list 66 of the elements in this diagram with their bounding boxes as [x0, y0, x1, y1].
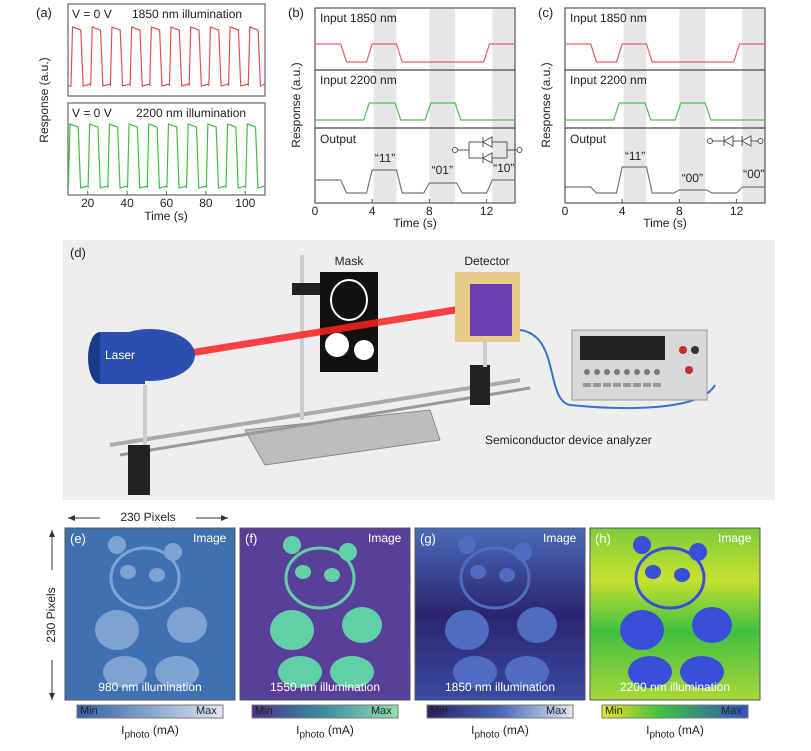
tick-label: 0	[562, 205, 568, 219]
image-label: Image	[368, 532, 402, 546]
part-label: Semiconductor device analyzer	[485, 434, 652, 448]
axis-title: I$_{photo}$ (mA)	[471, 724, 529, 741]
image-label: Image	[718, 532, 752, 546]
axis-title: Time (s)	[144, 210, 188, 224]
axis-title: Response (a.u.)	[540, 62, 554, 148]
plot-annotation: V = 0 V	[72, 8, 112, 22]
image-label: Image	[543, 532, 576, 546]
tick-label: 100	[235, 197, 256, 211]
axis-title: I$_{photo}$ (mA)	[121, 724, 179, 741]
trace-label: Input 2200 nm	[570, 74, 647, 88]
panel-label: (e)	[70, 532, 86, 547]
image-label: 980 nm illumination	[98, 681, 202, 695]
panel-label: (g)	[420, 532, 436, 547]
tick-label: 40	[120, 197, 134, 211]
colorbar-label: Min	[255, 705, 273, 718]
tick-label: 8	[676, 205, 683, 218]
colorbar-label: Min	[605, 705, 623, 718]
trace-label: Input 1850 nm	[570, 12, 647, 26]
tick-label: 4	[618, 205, 626, 219]
part-label: Laser	[105, 349, 136, 363]
logic-state-label: “10”	[493, 162, 514, 176]
axis-title: Time (s)	[393, 217, 437, 231]
trace-label: Input 1850 nm	[320, 12, 397, 26]
logic-state-label: “11”	[624, 150, 646, 164]
logic-state-label: “01”	[432, 164, 453, 178]
scale-label: 230 Pixels	[45, 587, 59, 643]
part-label: Mask	[334, 255, 364, 269]
plot-annotation: V = 0 V	[72, 107, 112, 121]
axis-title: Response (a.u.)	[290, 62, 304, 148]
tick-label: 80	[199, 197, 213, 211]
logic-state-label: “11”	[374, 152, 396, 166]
panel-label: (f)	[245, 532, 258, 547]
panel-label: (c)	[538, 6, 554, 21]
panel-label: (d)	[70, 246, 86, 261]
axis-title: I$_{photo}$ (mA)	[646, 724, 704, 741]
colorbar-label: Max	[371, 705, 392, 718]
logic-state-label: “00”	[743, 168, 764, 182]
trace-label: Output	[570, 133, 606, 147]
colorbar-label: Max	[196, 705, 217, 718]
axis-title: Time (s)	[643, 217, 687, 231]
image-label: 1850 nm illumination	[444, 681, 556, 695]
colorbar-label: Max	[546, 705, 567, 718]
plot-annotation: 1850 nm illumination	[132, 8, 242, 22]
trace-label: Output	[320, 133, 356, 147]
colorbar-label: Min	[80, 705, 98, 718]
axis-title: Response (a.u.)	[38, 57, 52, 143]
colorbar-label: Max	[721, 705, 742, 718]
panel-label: (b)	[288, 6, 304, 21]
colorbar-label: Min	[430, 705, 448, 718]
panel-label: (a)	[36, 6, 52, 21]
image-label: Image	[193, 532, 226, 546]
tick-label: 4	[368, 205, 376, 219]
tick-label: 20	[81, 197, 94, 211]
trace-label: Input 2200 nm	[320, 74, 397, 88]
tick-label: 0	[312, 205, 318, 219]
tick-label: 8	[426, 205, 433, 218]
axis-title: I$_{photo}$ (mA)	[296, 724, 354, 741]
plot-annotation: 2200 nm illumination	[136, 107, 246, 121]
panel-label: (h)	[595, 532, 611, 547]
tick-label: 12	[730, 205, 744, 219]
logic-state-label: “00”	[682, 172, 703, 186]
tick-label: 60	[160, 197, 174, 211]
part-label: Detector	[464, 255, 510, 269]
tick-label: 12	[480, 205, 494, 219]
